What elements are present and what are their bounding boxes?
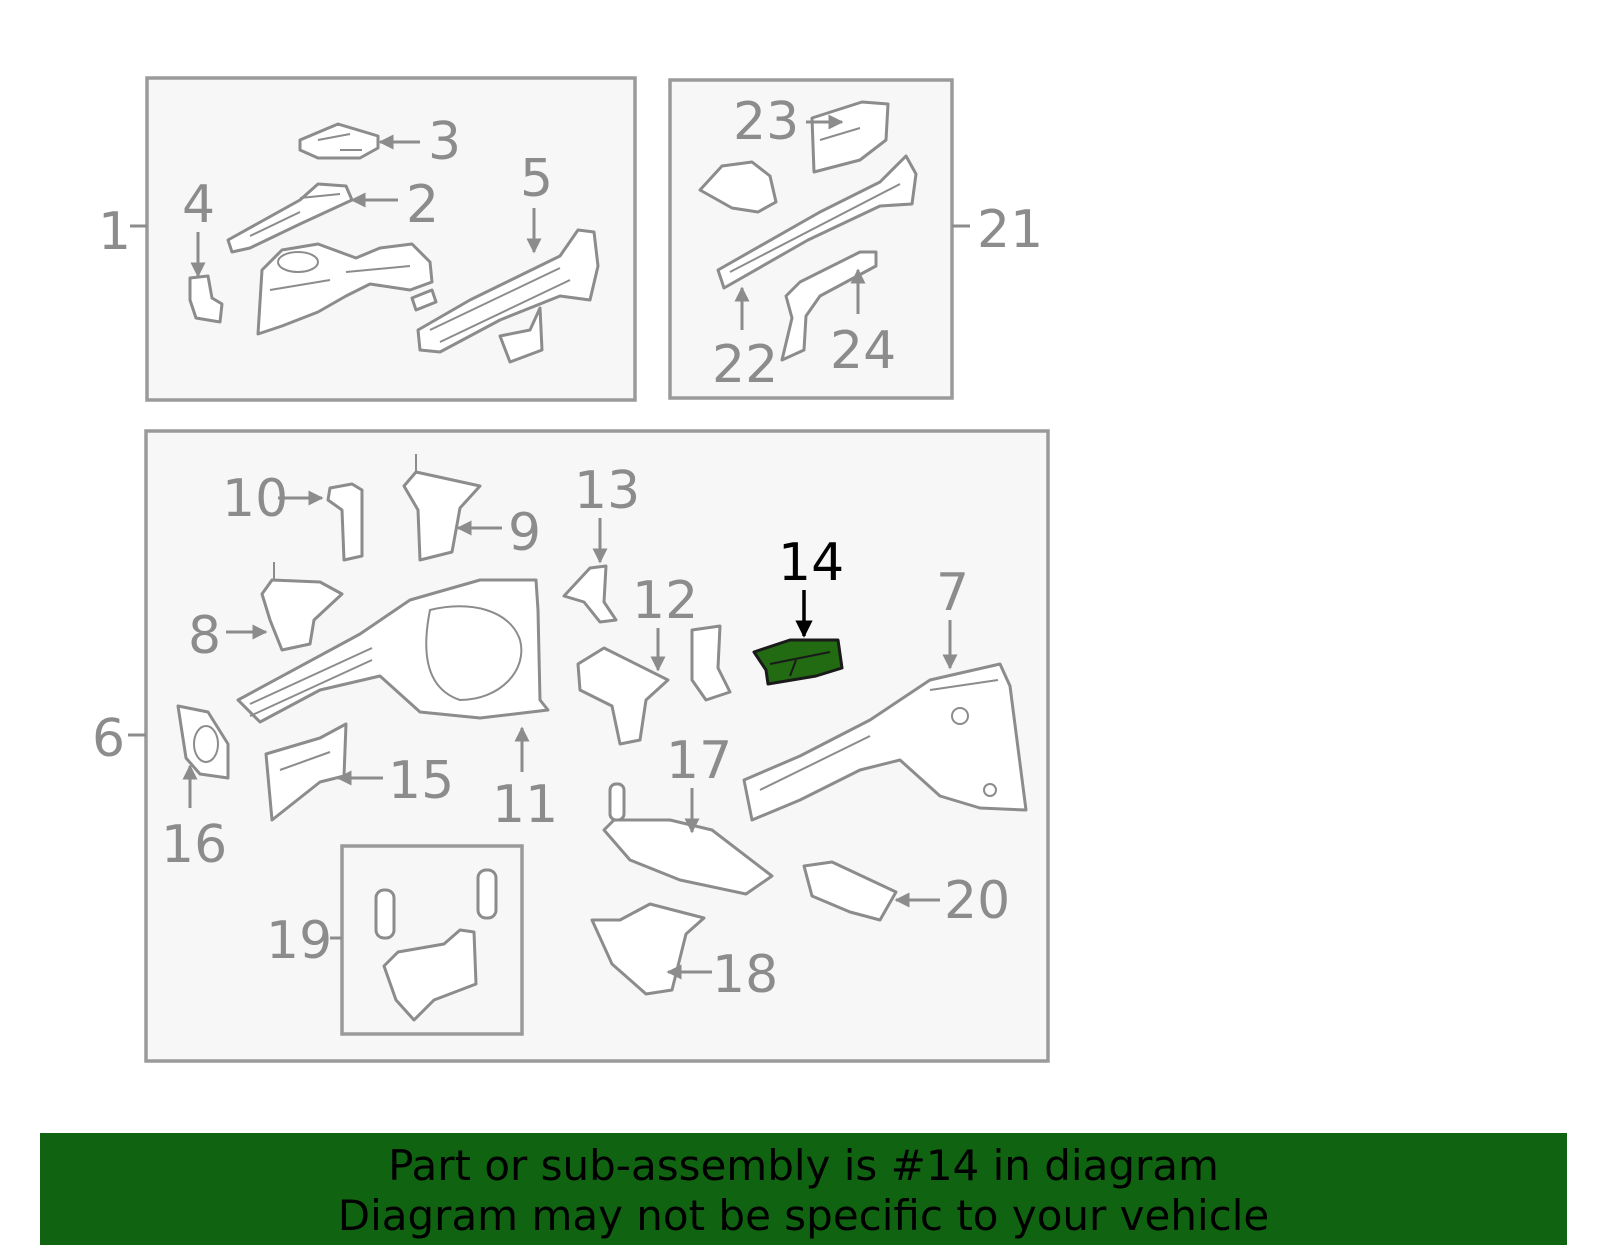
callout-16: 16 <box>161 815 227 875</box>
part-8[interactable] <box>260 562 344 652</box>
callout-9: 9 <box>508 503 541 563</box>
part-9[interactable] <box>402 454 482 562</box>
callout-19: 19 <box>266 911 332 971</box>
part-14-highlighted[interactable] <box>752 638 844 686</box>
part-3[interactable] <box>298 122 380 160</box>
part-22[interactable] <box>716 154 918 290</box>
callout-2: 2 <box>406 175 439 235</box>
callout-12: 12 <box>632 571 698 631</box>
part-11[interactable] <box>236 578 550 724</box>
callout-13: 13 <box>574 461 640 521</box>
callout-10: 10 <box>222 469 288 529</box>
strut-tower-part <box>256 242 434 336</box>
callout-21: 21 <box>977 200 1043 260</box>
callout-20: 20 <box>944 871 1010 931</box>
callout-4: 4 <box>182 175 215 235</box>
callout-5: 5 <box>520 149 553 209</box>
callout-18: 18 <box>712 945 778 1005</box>
part-16[interactable] <box>176 704 230 780</box>
group-box-1 <box>145 76 637 402</box>
callout-8: 8 <box>188 606 221 666</box>
part-10[interactable] <box>326 482 364 562</box>
footer-line-1: Part or sub-assembly is #14 in diagram <box>388 1141 1219 1190</box>
callout-6: 6 <box>92 709 125 769</box>
callout-14: 14 <box>778 533 844 593</box>
footer-line-2: Diagram may not be specific to your vehi… <box>337 1191 1270 1240</box>
callout-24: 24 <box>830 321 896 381</box>
part-17[interactable] <box>602 782 774 896</box>
part-4[interactable] <box>188 274 224 324</box>
callout-15: 15 <box>388 751 454 811</box>
callout-22: 22 <box>712 335 778 395</box>
footer-banner: Part or sub-assembly is #14 in diagram D… <box>40 1133 1567 1245</box>
callout-17: 17 <box>666 731 732 791</box>
part-7[interactable] <box>742 662 1028 822</box>
callout-7: 7 <box>936 563 969 623</box>
part-19[interactable] <box>374 868 498 1022</box>
callout-1: 1 <box>98 202 131 262</box>
part-5[interactable] <box>410 228 600 364</box>
callout-3: 3 <box>428 112 461 172</box>
part-13[interactable] <box>562 564 618 624</box>
part-24[interactable] <box>780 250 878 362</box>
part-12[interactable] <box>576 624 732 746</box>
part-20[interactable] <box>802 860 898 922</box>
callout-23: 23 <box>733 92 799 152</box>
callout-11: 11 <box>492 775 558 835</box>
bracket-part <box>698 160 778 214</box>
